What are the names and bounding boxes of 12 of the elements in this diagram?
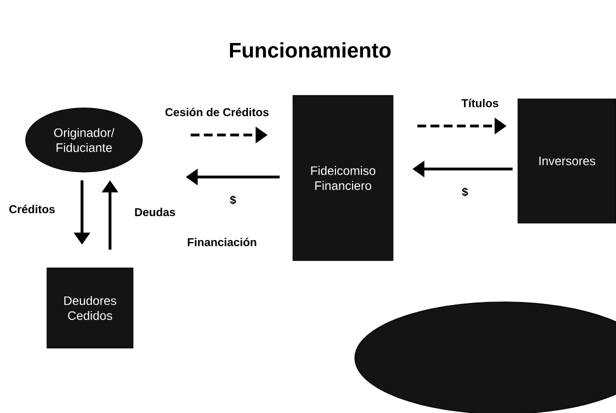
trust-box: Fideicomiso Financiero: [292, 95, 394, 261]
investors-box: Inversores: [518, 98, 616, 224]
edge-label: $: [228, 194, 238, 206]
edge-label: Cesión de Créditos: [163, 106, 271, 118]
edge-label: $: [460, 186, 470, 198]
edge-label: Títulos: [460, 97, 500, 109]
title: Funcionamiento: [230, 42, 391, 58]
label: Financiación: [188, 238, 256, 246]
ellipse: [354, 302, 616, 413]
debtors-box: Deudores Cedidos: [46, 268, 134, 348]
edge-label: Créditos: [7, 202, 57, 215]
edge-label: Deudas: [132, 206, 178, 218]
